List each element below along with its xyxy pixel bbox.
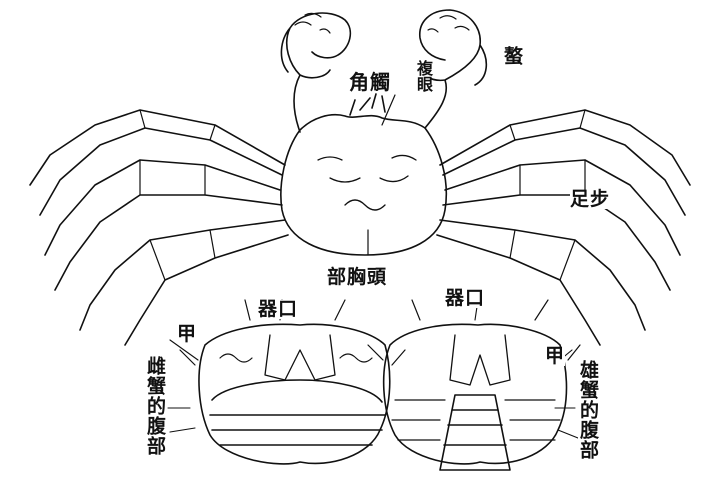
label-cephalothorax: 部胸頭 bbox=[327, 268, 387, 287]
carapace bbox=[281, 115, 446, 255]
label-compound-eye: 複眼 bbox=[415, 60, 431, 92]
right-walking-legs bbox=[437, 110, 690, 345]
label-mouthparts-left: 器口 bbox=[258, 300, 298, 319]
female-crab-drawing bbox=[168, 300, 405, 464]
label-claw: 螯 bbox=[502, 46, 521, 66]
top-crab-drawing bbox=[30, 10, 690, 345]
label-carapace-left: 甲 bbox=[177, 325, 197, 344]
label-male-abdomen: 雄蟹的腹部 bbox=[578, 360, 597, 480]
left-claw bbox=[281, 13, 350, 132]
label-mouthparts-right: 器口 bbox=[445, 289, 485, 308]
label-carapace-right: 甲 bbox=[545, 347, 565, 366]
male-crab-drawing bbox=[368, 300, 580, 470]
label-antenna: 角觸 bbox=[349, 72, 391, 92]
label-female-abdomen: 雌蟹的腹部 bbox=[145, 356, 164, 476]
left-walking-legs bbox=[30, 110, 288, 345]
label-walking-legs: 足步 bbox=[570, 190, 610, 209]
